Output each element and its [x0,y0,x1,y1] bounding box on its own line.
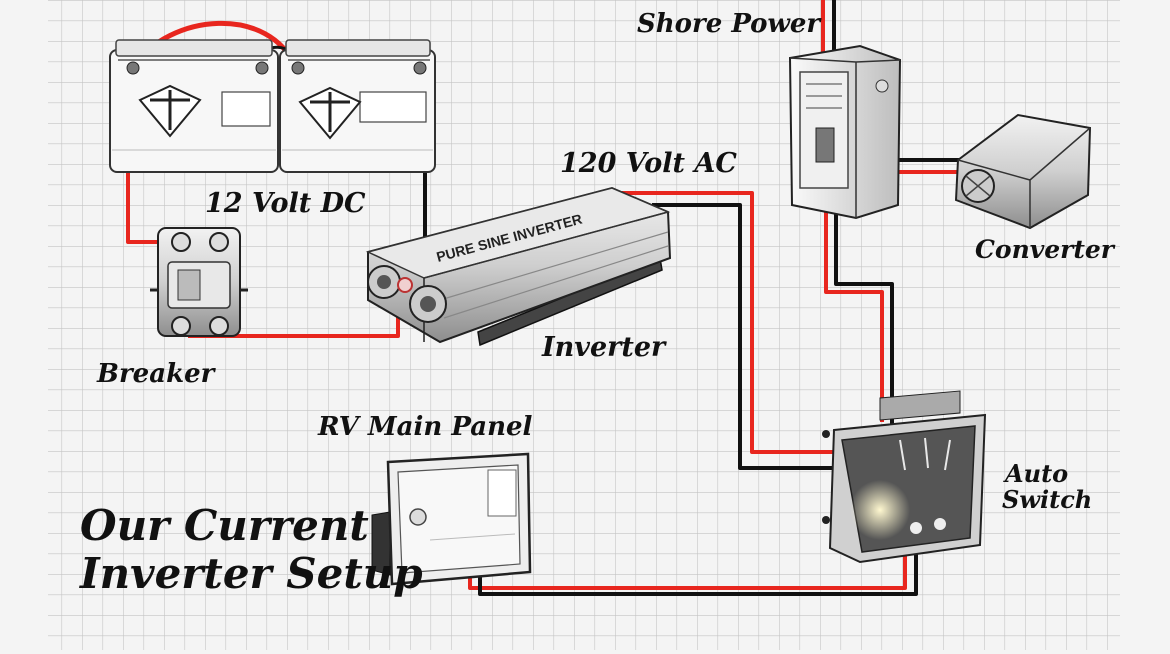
battery-1 [109,39,279,173]
label-rv-main-panel: RV Main Panel [317,412,533,442]
label-auto-switch-line2: Switch [1002,485,1092,514]
label-breaker: Breaker [96,359,217,389]
wire-panel-switch-black [834,210,894,425]
battery-bank [109,39,436,173]
auto-switch-device [822,390,987,564]
rv-main-panel-device [371,452,532,586]
right-margin [1120,0,1170,650]
label-converter: Converter [975,235,1116,264]
wire-ac-red [622,191,840,454]
left-margin [0,0,48,650]
diagram-title-line1: Our Current [80,501,369,550]
battery-2 [279,39,436,173]
label-120-volt-ac: 120 Volt AC [560,148,737,179]
label-inverter: Inverter [541,332,667,363]
wire-panel-switch-red [824,210,884,422]
diagram-title-line2: Inverter Setup [79,549,423,598]
label-12-volt-dc: 12 Volt DC [205,188,366,219]
wire-ac-black [652,203,840,470]
converter-device [954,113,1092,230]
breaker-device [150,227,248,337]
wire-mainpanel-black [478,550,918,596]
label-shore-power: Shore Power [637,9,822,39]
label-auto-switch-line1: Auto [1003,459,1068,488]
inverter-device [365,186,672,347]
shore-power-box [788,44,902,220]
